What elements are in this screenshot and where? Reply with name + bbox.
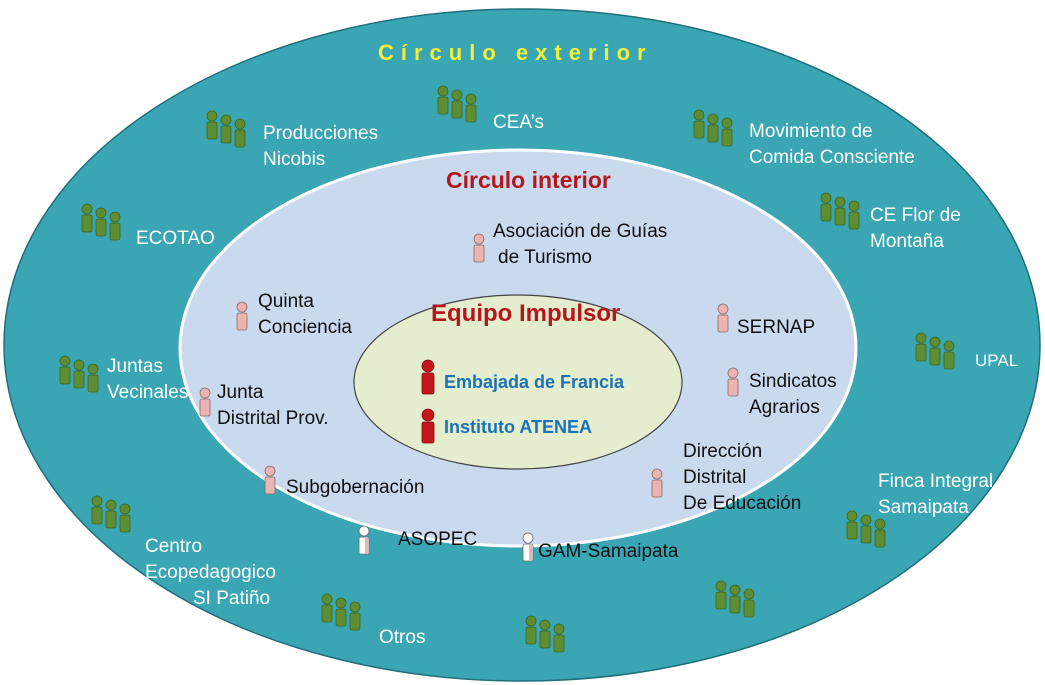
label-line: de Turismo [498,247,592,268]
label-line: Movimiento de [749,121,873,142]
label-line: CE Flor de [870,205,961,226]
label-centro-ecopedagogico: Centro Ecopedagogico SI Patiño [145,534,315,612]
core-member-icon [421,408,435,444]
label-line: Distrital [683,467,747,488]
stakeholder-icon [264,465,276,495]
label-line: Quinta [258,291,314,312]
label-line: De Educación [683,493,802,514]
label-finca-integral: Finca Integral Samaipata [878,469,993,521]
label-line: Montaña [870,231,944,252]
label-line: Samaipata [878,497,969,518]
inner-circle-title: Círculo interior [446,167,611,193]
label-otros: Otros [379,627,426,648]
label-juntas-vecinales: Juntas Vecinales [107,354,188,406]
label-line: Conciencia [258,317,352,338]
label-ceas: CEA’s [493,112,545,133]
label-line: Centro [145,536,203,557]
label-asociacion-guias: Asociación de Guías de Turismo [493,219,667,271]
stakeholder-icon [651,468,663,498]
label-line: Agrarios [749,397,820,418]
label-line: Ecopedagogico [145,562,276,583]
outer-circle-title: Círculo exterior [378,40,653,65]
stakeholder-icon [522,532,534,562]
label-line: SI Patiño [193,588,271,609]
label-producciones-nicobis: Producciones Nicobis [263,121,378,173]
label-line: Producciones [263,123,379,144]
label-junta-distrital: Junta Distrital Prov. [217,380,329,432]
label-line: Comida Consciente [749,147,915,168]
stakeholder-icon [358,525,370,555]
label-gam-samaipata: GAM-Samaipata [538,541,679,562]
label-line: Dirección [683,441,763,462]
label-subgobernacion: Subgobernación [286,477,425,498]
label-quinta-conciencia: Quinta Conciencia [258,289,352,341]
label-sernap: SERNAP [737,317,816,338]
label-line: Sindicatos [749,371,837,392]
label-movimiento-comida: Movimiento de Comida Consciente [749,119,915,171]
stakeholder-icon [236,301,248,331]
stakeholder-icon [727,367,739,397]
label-line: Finca Integral [878,471,994,492]
label-line: Junta [217,382,264,403]
core-team-title: Equipo Impulsor [431,300,621,327]
label-upal: UPAL [975,351,1019,370]
stakeholder-icon [473,233,485,263]
label-ce-flor-montana: CE Flor de Montaña [870,203,961,255]
inner-core [353,294,683,470]
label-direccion-distrital: Dirección Distrital De Educación [683,439,801,517]
label-line: Nicobis [263,149,326,170]
stakeholder-icon [199,387,211,417]
label-asopec: ASOPEC [398,529,478,550]
core-member-embajada: Embajada de Francia [444,372,625,392]
core-member-atenea: Instituto ATENEA [444,417,592,437]
label-sindicatos-agrarios: Sindicatos Agrarios [749,369,837,421]
label-line: Juntas [107,356,163,377]
core-member-icon [421,359,435,395]
label-line: Asociación de Guías [493,221,668,242]
label-line: Vecinales [107,382,189,403]
label-ecotao: ECOTAO [136,228,215,249]
stakeholder-icon [717,303,729,333]
label-line: Distrital Prov. [217,408,329,429]
